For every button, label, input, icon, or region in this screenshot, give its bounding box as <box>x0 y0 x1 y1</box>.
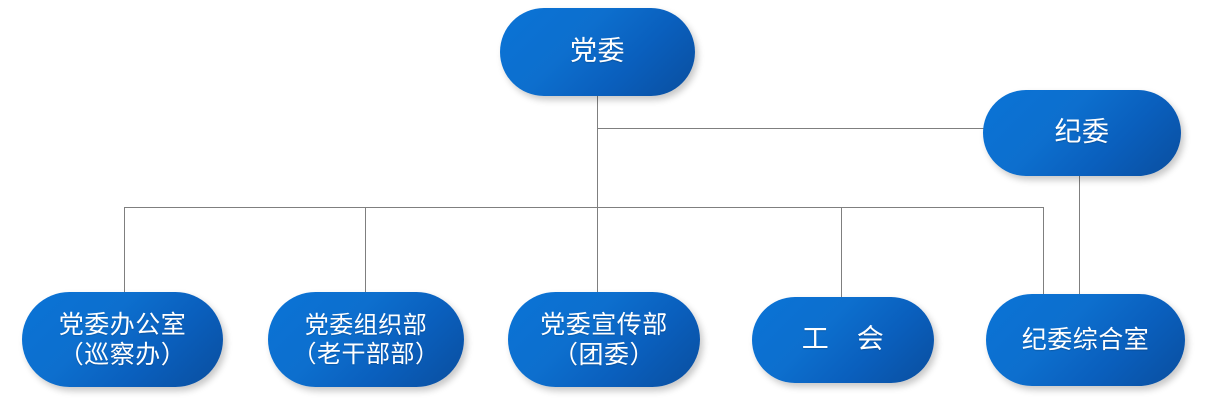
connector-horizontal-bus <box>124 207 1044 208</box>
node-publicity-dept-label: 党委宣传部 <box>540 310 668 339</box>
node-organization-dept[interactable]: 党委组织部 （老干部部） <box>268 292 464 387</box>
node-party-office-label: 党委办公室 <box>58 310 187 339</box>
connector-drop-organization-dept <box>365 207 366 293</box>
node-party-committee-label: 党委 <box>570 36 625 68</box>
node-organization-dept-sublabel: （老干部部） <box>292 339 440 368</box>
node-discipline-general-office[interactable]: 纪委综合室 <box>986 294 1185 386</box>
node-organization-dept-label: 党委组织部 <box>304 311 428 340</box>
node-labor-union-label: 工 会 <box>801 324 885 356</box>
connector-discipline-to-general-office <box>1079 176 1080 295</box>
connector-trunk-party-committee <box>597 96 598 208</box>
node-party-office[interactable]: 党委办公室 （巡察办） <box>22 292 223 387</box>
node-party-committee[interactable]: 党委 <box>500 8 695 96</box>
node-labor-union[interactable]: 工 会 <box>752 297 934 383</box>
connector-drop-discipline-general-office <box>1043 207 1044 295</box>
connector-drop-party-office <box>124 207 125 293</box>
node-discipline-general-office-label: 纪委综合室 <box>1021 325 1150 355</box>
connector-drop-labor-union <box>841 207 842 298</box>
node-party-office-sublabel: （巡察办） <box>58 339 187 369</box>
node-discipline-committee-label: 纪委 <box>1054 117 1110 149</box>
node-publicity-dept-sublabel: （团委） <box>552 339 655 369</box>
node-discipline-committee[interactable]: 纪委 <box>983 90 1181 176</box>
connector-drop-publicity-dept <box>597 207 598 293</box>
node-publicity-dept[interactable]: 党委宣传部 （团委） <box>508 292 700 387</box>
connector-party-to-discipline <box>597 128 984 129</box>
